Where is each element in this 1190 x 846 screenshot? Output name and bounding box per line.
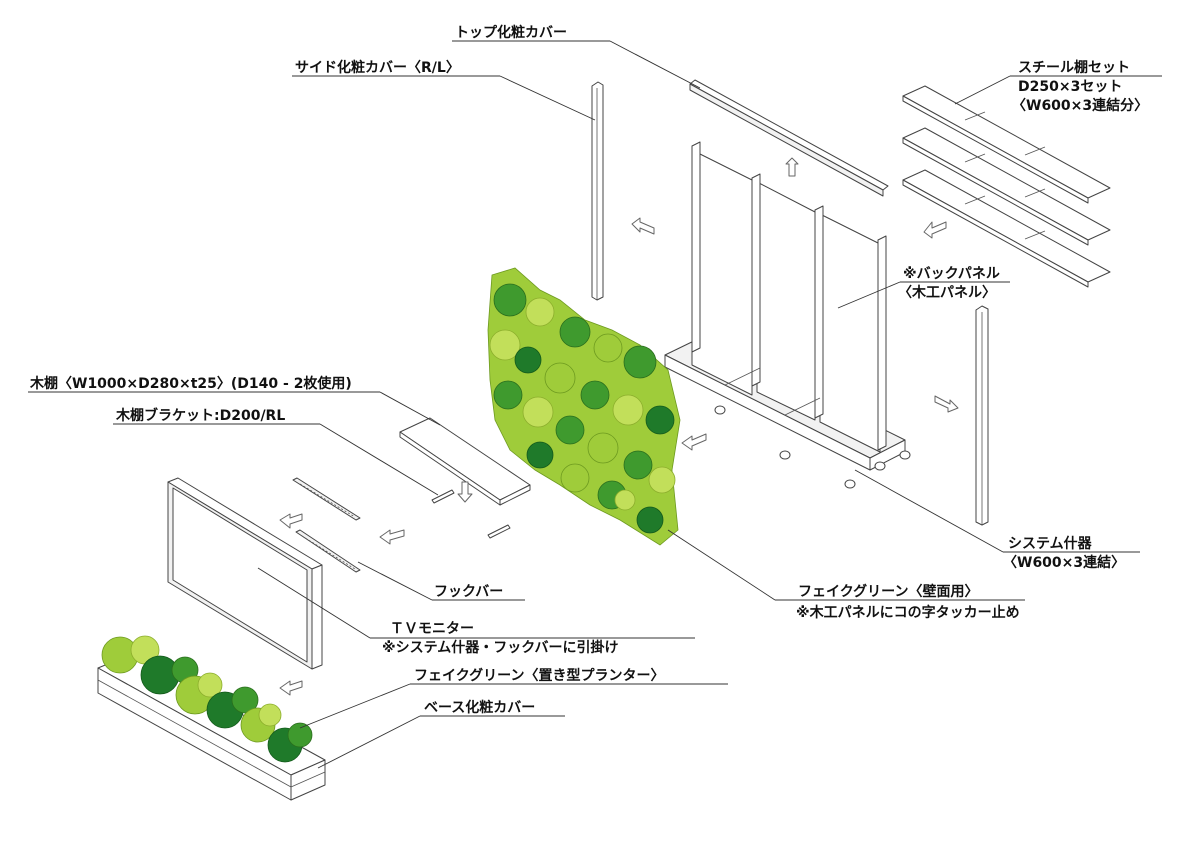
label-fake-green-wall-note: ※木工パネルにコの字タッカー止め [796,604,1020,621]
system-fixture-part [664,141,911,489]
label-steel-shelf-size: D250×3セット [1018,79,1122,95]
tv-monitor-part [167,477,323,670]
label-hook-bar: フックバー [434,584,503,600]
label-steel-shelf-title: スチール棚セット [1018,59,1130,76]
label-system-fixture-title: システム什器 [1008,535,1093,552]
label-back-panel-note: 〈木工パネル〉 [898,284,996,301]
wood-shelf-bracket-part [431,489,511,539]
assembly-direction-arrow-icon [279,157,959,696]
label-base-cover: ベース化粧カバー [424,699,535,716]
label-tv-monitor-note: ※システム什器・フックバーに引掛け [382,639,619,656]
label-fake-green-wall: フェイクグリーン〈壁面用〉 [798,583,978,600]
hook-bar-part [292,477,361,573]
label-fake-green-planter: フェイクグリーン〈置き型プランター〉 [414,667,664,684]
side-cover-right-part [975,305,989,526]
leader-lines [28,40,1162,769]
fake-green-wall-part [487,267,681,546]
side-cover-left-part [591,81,604,301]
label-back-panel-title: ※バックパネル [903,266,1000,282]
top-cover-part [689,79,889,197]
label-wood-shelf: 木棚〈W1000×D280×t25〉(D140 - 2枚使用) [29,375,352,392]
steel-shelf-set-part [902,85,1111,288]
label-top-cover: トップ化粧カバー [455,24,567,41]
planter-part [97,635,326,801]
label-system-fixture-note: 〈W600×3連結〉 [1003,554,1125,571]
label-wood-bracket: 木棚ブラケット:D200/RL [115,407,285,424]
wood-shelf-part [399,417,531,506]
label-side-cover: サイド化粧カバー〈R/L〉 [295,59,460,76]
label-tv-monitor-title: ＴＶモニター [390,621,474,637]
label-steel-shelf-note: 〈W600×3連結分〉 [1012,97,1148,114]
